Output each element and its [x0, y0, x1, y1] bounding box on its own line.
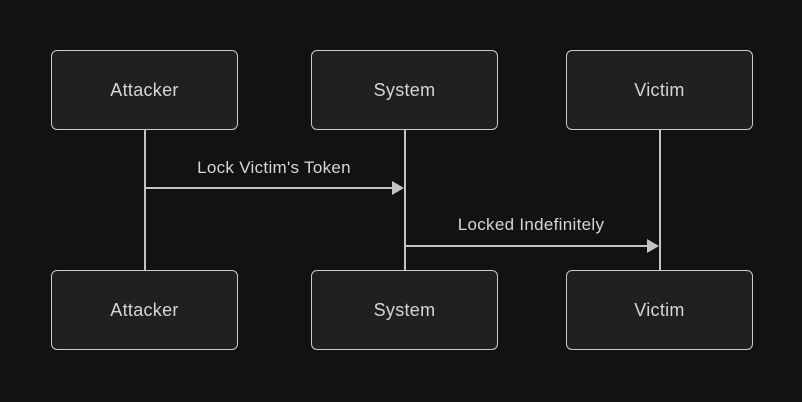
actor-label-attacker-bottom: Attacker [110, 299, 179, 320]
actor-label-attacker-top: Attacker [110, 79, 179, 100]
actor-box-victim-top: Victim [566, 50, 753, 130]
message-label-lock-victims-token: Lock Victim's Token [197, 158, 351, 177]
actor-label-system-top: System [373, 79, 436, 100]
message-line-attacker-to-system [144, 187, 393, 189]
actor-box-attacker-bottom: Attacker [51, 270, 238, 350]
lifeline-attacker [143, 129, 146, 271]
actor-box-system-bottom: System [311, 270, 498, 350]
lifeline-victim [658, 129, 661, 271]
actor-label-system-bottom: System [373, 299, 436, 320]
actor-label-victim-top: Victim [634, 79, 685, 100]
actor-label-victim-bottom: Victim [634, 299, 685, 320]
message-line-system-to-victim [404, 245, 648, 247]
message-label-locked-indefinitely: Locked Indefinitely [457, 215, 605, 234]
actor-box-attacker-top: Attacker [51, 50, 238, 130]
lifeline-system [403, 129, 406, 271]
arrowhead-right-icon [647, 239, 659, 253]
actor-box-system-top: System [311, 50, 498, 130]
arrowhead-right-icon [392, 181, 404, 195]
actor-box-victim-bottom: Victim [566, 270, 753, 350]
